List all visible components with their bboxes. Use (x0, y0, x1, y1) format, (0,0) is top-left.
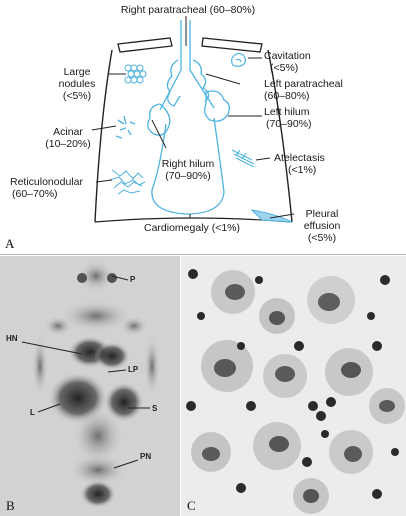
panel-letter-a: A (5, 236, 15, 251)
label-large-nodules-2: nodules (58, 78, 96, 90)
large-nodules-marks (124, 64, 147, 84)
left-hilum-nodes (204, 90, 230, 122)
cavitation-mark (231, 52, 246, 67)
panel-a-diagram: Right paratracheal (60–80%) Cavitation (… (0, 0, 406, 255)
bal-cytology-image (186, 269, 405, 514)
panel-letter-c: C (187, 498, 196, 513)
label-cavitation-pct: (<5%) (270, 62, 299, 74)
label-reticulonodular: Reticulonodular (10, 176, 83, 188)
label-lp: LP (128, 365, 139, 374)
right-clavicle (117, 37, 173, 53)
right-hilum-nodes (147, 103, 171, 136)
atelectasis-marks (231, 149, 255, 168)
label-pleural-pct: (<5%) (307, 232, 337, 244)
label-right-hilum: Right hilum (161, 158, 215, 170)
lymphocyte-cells (186, 269, 399, 499)
label-right-paratracheal: Right paratracheal (60–80%) (120, 4, 256, 16)
left-paratracheal-nodes (192, 59, 210, 103)
label-pleural-2: effusion (303, 220, 341, 232)
label-right-hilum-pct: (70–90%) (165, 170, 211, 182)
leader-pleural (269, 213, 295, 219)
macrophage-cells (191, 270, 405, 514)
left-main-bronchus (189, 69, 215, 109)
gallium-scan-image (21, 260, 160, 508)
panel-b-scan: P HN LP L S PN B (0, 256, 180, 516)
label-p: P (130, 275, 136, 284)
label-pn: PN (140, 452, 152, 461)
left-chest-wall (267, 49, 293, 223)
label-l: L (30, 408, 35, 417)
panel-c-micrograph: C (181, 256, 406, 516)
heart-outline (151, 117, 225, 215)
leader-left-paratracheal (205, 73, 241, 85)
label-left-hilum: Left hilum (264, 106, 310, 118)
leader-atelectasis (255, 157, 271, 161)
acinar-marks (115, 115, 136, 139)
label-s: S (152, 404, 158, 413)
label-atelectasis: Atelectasis (274, 152, 325, 164)
right-main-bronchus (159, 69, 182, 111)
label-reticulonodular-pct: (60–70%) (12, 188, 58, 200)
label-hn: HN (6, 334, 18, 343)
left-clavicle (201, 37, 263, 53)
spleen-uptake (104, 382, 144, 422)
chest-diagram (91, 16, 295, 223)
label-acinar: Acinar (53, 126, 83, 138)
head-uptake (78, 260, 114, 292)
label-left-hilum-pct: (70–90%) (266, 118, 312, 130)
label-acinar-pct: (10–20%) (45, 138, 91, 150)
reticulonodular-marks (109, 169, 146, 195)
label-large-nodules-pct: (<5%) (62, 90, 92, 102)
leader-acinar (91, 125, 117, 131)
label-left-paratracheal-pct: (60–80%) (264, 90, 310, 102)
right-paratracheal-nodes (166, 59, 181, 107)
label-atelectasis-pct: (<1%) (288, 164, 317, 176)
leader-reticulonodular (95, 179, 113, 183)
label-left-paratracheal: Left paratracheal (264, 78, 343, 90)
label-cavitation: Cavitation (264, 50, 311, 62)
label-cardiomegaly: Cardiomegaly (<1%) (144, 222, 240, 234)
leader-right-hilum (151, 119, 167, 149)
label-pleural: Pleural (305, 208, 339, 220)
panel-letter-b: B (6, 498, 15, 513)
label-large-nodules: Large (63, 66, 91, 78)
